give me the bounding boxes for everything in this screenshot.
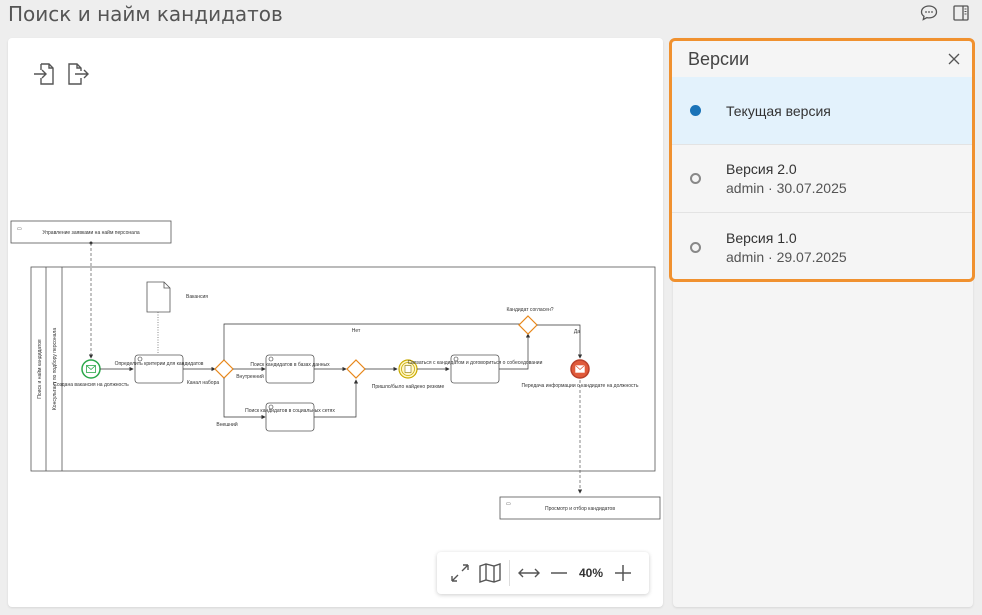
- lane-outer-label: Поиск и найм кандидатов: [36, 339, 43, 399]
- flow-internal-label: Внутренний: [236, 373, 264, 380]
- page-title: Поиск и найм кандидатов: [8, 2, 283, 26]
- document-vacancy[interactable]: Вакансия: [146, 281, 208, 313]
- task-contact-label: Связаться с кандидатом и договориться о …: [408, 360, 543, 366]
- task-define-label: Определить критерии для кандидатов: [115, 361, 204, 367]
- fit-width-icon[interactable]: [514, 558, 544, 588]
- zoom-separator: [509, 560, 510, 586]
- import-icon[interactable]: [32, 62, 56, 86]
- task-search-db-label: Поиск кандидатов в базах данных: [250, 362, 330, 368]
- flow-no-label: Нет: [352, 328, 361, 334]
- task-search-social-label: Поиск кандидатов в социальных сетях: [245, 408, 335, 414]
- document-label: Вакансия: [186, 294, 208, 300]
- panel-toggle-icon[interactable]: [950, 2, 972, 24]
- zoom-toolbar: 40%: [437, 552, 649, 594]
- version-item-current[interactable]: Текущая версия: [672, 77, 972, 145]
- diagram-canvas[interactable]: ▭ Управление заявками на найм персонала …: [8, 38, 663, 607]
- versions-title: Версии: [688, 48, 750, 69]
- event-resume-label: Пришло/было найдено резюме: [372, 383, 445, 390]
- close-icon[interactable]: [944, 49, 964, 69]
- bpmn-diagram: ▭ Управление заявками на найм персонала …: [10, 220, 661, 520]
- top-icons: [918, 2, 972, 24]
- zoom-out-icon[interactable]: [544, 558, 574, 588]
- task-search-db[interactable]: Поиск кандидатов в базах данных: [250, 354, 330, 384]
- gateway-agree[interactable]: [518, 315, 538, 335]
- comment-icon[interactable]: [918, 2, 940, 24]
- fullscreen-icon[interactable]: [445, 558, 475, 588]
- version-name: Версия 2.0: [726, 161, 797, 177]
- pool-bottom[interactable]: ▭ Просмотр и отбор кандидатов: [499, 496, 661, 520]
- start-event-label: Создана вакансия на должность: [53, 382, 129, 388]
- start-event[interactable]: [81, 359, 101, 379]
- gateway-agree-label: Кандидат согласен?: [506, 307, 553, 313]
- version-item-2-0[interactable]: Версия 2.0 admin · 30.07.2025: [672, 145, 972, 213]
- gateway-merge[interactable]: [346, 359, 366, 379]
- flow-external-label: Внешний: [216, 421, 237, 428]
- radio-unselected-icon: [690, 173, 701, 184]
- end-event[interactable]: [570, 359, 590, 379]
- pool-top-label: Управление заявками на найм персонала: [42, 229, 139, 236]
- gateway-channel[interactable]: [214, 359, 234, 379]
- lane-inner-label: Консультант по подбору персонала: [52, 328, 58, 410]
- versions-panel: Версии Текущая версия Версия 2.0 admin ·…: [669, 38, 975, 282]
- version-name: Текущая версия: [726, 102, 831, 119]
- task-search-social[interactable]: Поиск кандидатов в социальных сетях: [245, 402, 335, 432]
- task-contact[interactable]: Связаться с кандидатом и договориться о …: [408, 354, 543, 384]
- pool-top[interactable]: ▭ Управление заявками на найм персонала: [10, 220, 172, 244]
- flow-yes-label: Да: [574, 329, 580, 335]
- radio-unselected-icon: [690, 241, 701, 253]
- pool-bottom-label: Просмотр и отбор кандидатов: [545, 506, 615, 512]
- version-name: Версия 1.0: [726, 229, 797, 246]
- version-item-1-0[interactable]: Версия 1.0 admin · 29.07.2025: [672, 213, 972, 279]
- canvas-toolbar: [32, 62, 90, 86]
- lane: [30, 266, 656, 472]
- zoom-in-icon[interactable]: [608, 558, 638, 588]
- svg-text:▭: ▭: [506, 501, 511, 507]
- map-icon[interactable]: [475, 558, 505, 588]
- version-meta: admin · 29.07.2025: [726, 248, 847, 265]
- zoom-level: 40%: [578, 566, 604, 580]
- radio-selected-icon: [690, 105, 701, 116]
- gateway-channel-label: Канал набора: [187, 380, 220, 386]
- svg-text:▭: ▭: [17, 226, 22, 232]
- versions-header: Версии: [672, 41, 972, 77]
- version-meta: admin · 30.07.2025: [726, 180, 847, 196]
- export-icon[interactable]: [66, 62, 90, 86]
